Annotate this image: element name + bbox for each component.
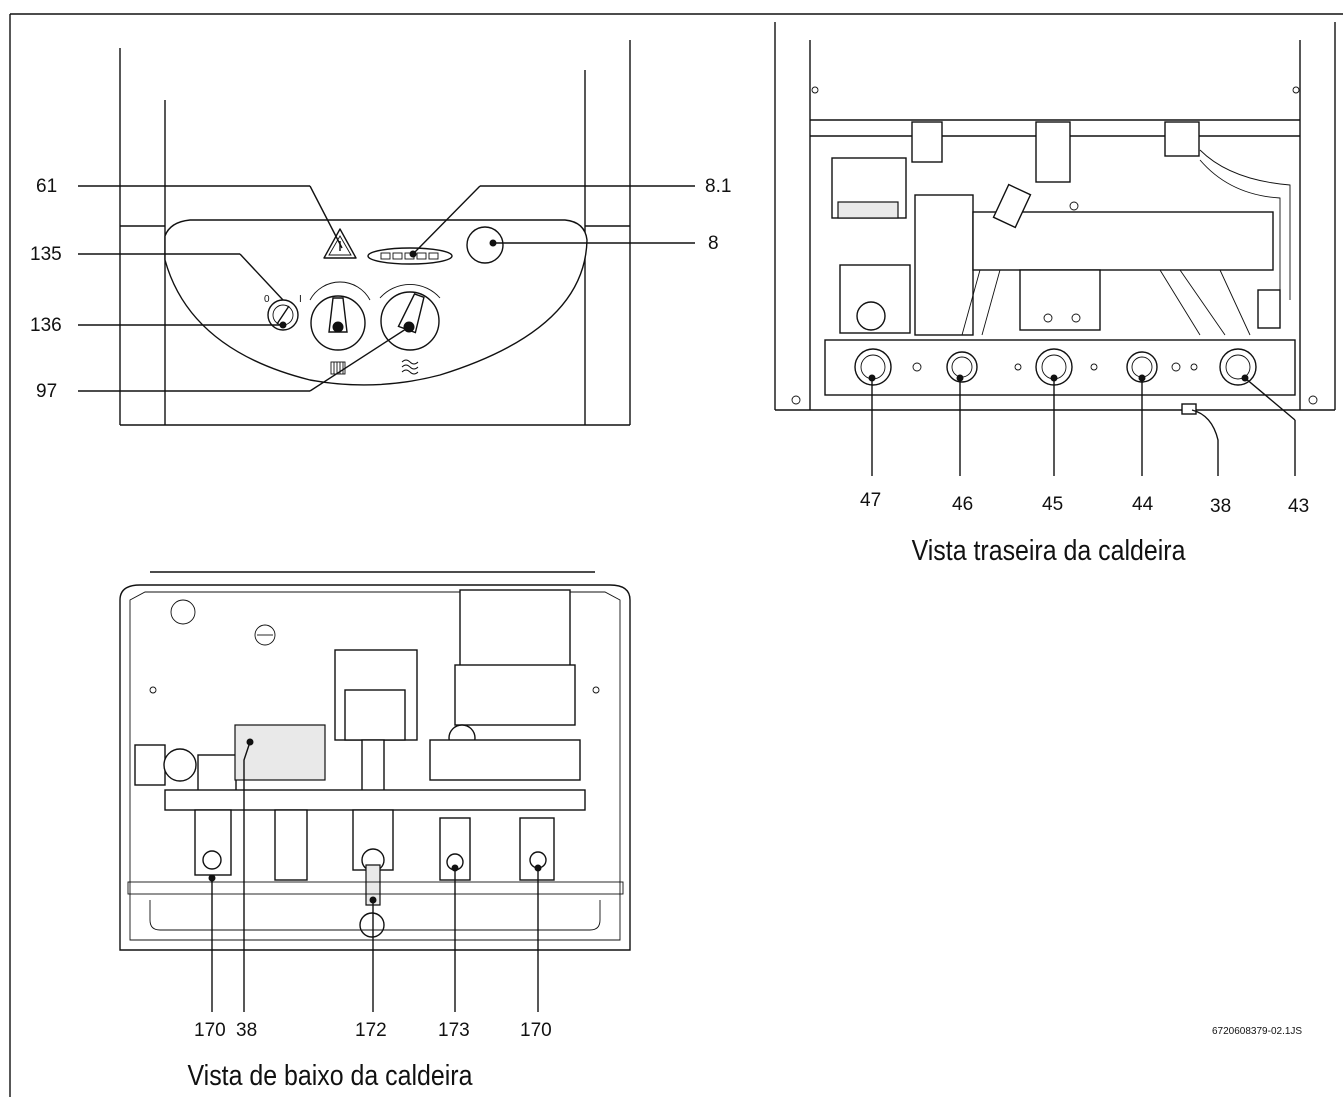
leader-dot-136 — [279, 321, 287, 329]
leader-dot-47 — [868, 374, 876, 382]
bottom-view: 170 38 172 173 170 Vista de baixo da cal… — [119, 571, 631, 1091]
leader-dot-81 — [409, 250, 417, 258]
pressure-gauge — [466, 226, 504, 264]
callout-170-right: 170 — [520, 1020, 552, 1041]
leader-dot-8 — [489, 239, 497, 247]
bottom-casing — [119, 571, 631, 951]
callout-38-bottom: 38 — [236, 1020, 257, 1041]
rear-connection-plate — [824, 339, 1296, 415]
sheet-border — [9, 13, 1343, 1097]
figure-reference-code: 6720608379-02.1JS — [1212, 1026, 1302, 1037]
front-leader-lines — [78, 185, 695, 392]
leader-dot-43 — [1241, 374, 1249, 382]
leader-dot-46 — [956, 374, 964, 382]
heating-temperature-knob[interactable] — [309, 281, 371, 351]
status-display — [367, 247, 453, 265]
callout-8-1: 8.1 — [705, 176, 731, 197]
rear-internal-components — [831, 121, 1291, 336]
callout-136: 136 — [30, 315, 62, 336]
callout-46: 46 — [952, 494, 973, 515]
leader-dot-44 — [1138, 374, 1146, 382]
callout-173: 173 — [438, 1020, 470, 1041]
callout-170-left: 170 — [194, 1020, 226, 1041]
bottom-internal-components — [134, 589, 586, 811]
bottom-valves — [127, 809, 624, 938]
callout-43: 43 — [1288, 496, 1309, 517]
callout-135: 135 — [30, 244, 62, 265]
leader-dot-45 — [1050, 374, 1058, 382]
callout-8: 8 — [708, 233, 719, 254]
callout-172: 172 — [355, 1020, 387, 1041]
hot-water-icon — [401, 359, 419, 375]
rear-casing — [774, 22, 1336, 411]
callout-44: 44 — [1132, 494, 1154, 515]
leader-dot-170a — [208, 874, 216, 882]
switch-off-mark: 0 — [264, 294, 270, 305]
leader-dot-170b — [534, 864, 542, 872]
rear-view: 47 46 45 44 38 43 Vista traseira da cald… — [774, 22, 1336, 566]
callout-38-rear: 38 — [1210, 496, 1231, 517]
control-panel-fascia — [164, 219, 588, 386]
callout-61: 61 — [36, 176, 57, 197]
callout-97: 97 — [36, 381, 57, 402]
leader-dot-173 — [451, 864, 459, 872]
bottom-leader-lines — [211, 741, 539, 1012]
bottom-view-caption: Vista de baixo da caldeira — [187, 1059, 473, 1091]
rear-view-caption: Vista traseira da caldeira — [912, 534, 1187, 566]
front-view: 0 I — [30, 40, 731, 426]
leader-dot-172 — [369, 896, 377, 904]
rear-leader-lines — [871, 377, 1296, 476]
switch-on-mark: I — [299, 294, 302, 305]
leader-dot-38-bottom — [246, 738, 254, 746]
callout-45: 45 — [1042, 494, 1063, 515]
callout-47: 47 — [860, 490, 881, 511]
main-power-switch[interactable] — [267, 299, 299, 331]
